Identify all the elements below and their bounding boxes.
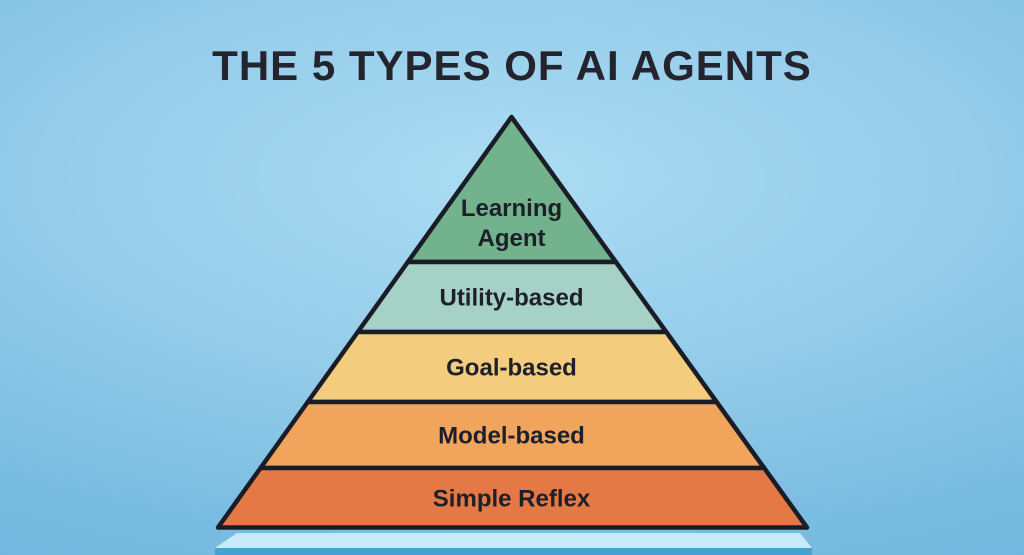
platform-front-face — [215, 548, 812, 555]
pyramid-level-label: Utility-based — [439, 285, 583, 312]
pyramid-level-label: Learning — [461, 195, 562, 222]
pyramid-level-simple-reflex — [215, 465, 810, 530]
pyramid-level-label: Model-based — [438, 423, 585, 450]
platform-top-face — [215, 533, 812, 548]
pyramid-level-label: Goal-based — [446, 355, 577, 382]
pyramid-level-label: Agent — [478, 225, 546, 252]
page-title: THE 5 TYPES OF AI AGENTS — [212, 42, 812, 89]
pyramid-level-label: Simple Reflex — [433, 485, 591, 512]
